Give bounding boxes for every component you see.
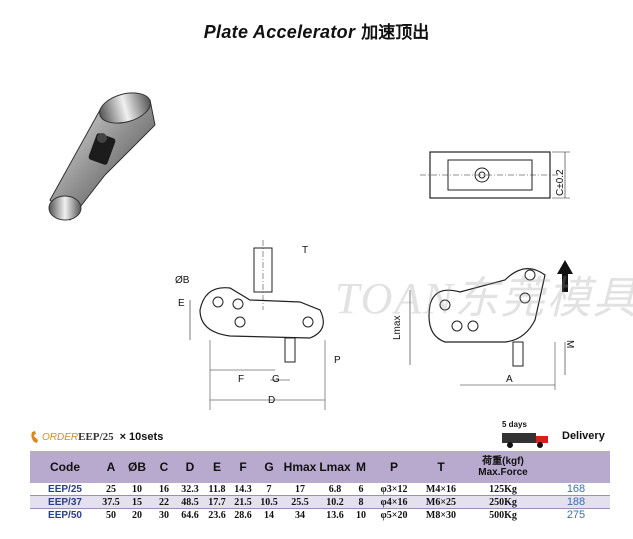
order-code: EEP/25 xyxy=(78,430,114,443)
order-example: ORDEREEP/25 × 10sets xyxy=(30,430,163,444)
label-f: F xyxy=(238,374,245,385)
top-view-drawing xyxy=(420,151,570,199)
cell: EEP/37 xyxy=(30,495,100,509)
cell: 32.3 xyxy=(176,483,204,496)
title-english: Plate Accelerator xyxy=(203,22,356,42)
dim-c-tol: C±0.2 xyxy=(555,169,566,196)
table-row: EEP/50 50 20 30 64.6 23.6 28.6 14 34 13.… xyxy=(30,508,610,521)
col-header-force: 荷重(kgf) Max.Force xyxy=(464,451,542,483)
cell: 22 xyxy=(152,495,176,509)
cell: 11.8 xyxy=(204,483,230,496)
cell: M8×30 xyxy=(418,508,464,521)
cell: 14 xyxy=(256,508,282,521)
label-p: P xyxy=(334,355,341,366)
label-g: G xyxy=(272,374,280,385)
label-e: E xyxy=(178,298,185,309)
label-a: A xyxy=(506,374,513,385)
product-photo xyxy=(48,92,156,221)
title-chinese: 加速顶出 xyxy=(361,23,430,43)
cell: EEP/50 xyxy=(30,508,100,521)
cell: M6×25 xyxy=(418,495,464,509)
cell: 48.5 xyxy=(176,495,204,509)
cell: 275 xyxy=(542,508,610,521)
col-header: Lmax xyxy=(318,451,352,483)
cell: 37.5 xyxy=(100,495,122,509)
table-header-row: Code A ØB C D E F G Hmax Lmax M P T 荷重(k… xyxy=(30,451,610,483)
cell: 25.5 xyxy=(282,495,318,509)
cell: 10 xyxy=(122,483,152,496)
cell: 168 xyxy=(542,483,610,496)
cell: M4×16 xyxy=(418,483,464,496)
cell: 125Kg xyxy=(464,483,542,496)
cell: 10 xyxy=(352,508,370,521)
col-header: M xyxy=(352,451,370,483)
order-prefix: ORDER xyxy=(42,431,79,443)
cell: 16 xyxy=(152,483,176,496)
col-header: C xyxy=(152,451,176,483)
cell: 20 xyxy=(122,508,152,521)
cell: 10.2 xyxy=(318,495,352,509)
cell: 8 xyxy=(352,495,370,509)
delivery-label: Delivery xyxy=(562,430,605,442)
stroke-view-drawing xyxy=(409,260,573,390)
cell: 10.5 xyxy=(256,495,282,509)
cell: 6.8 xyxy=(318,483,352,496)
cell: 6 xyxy=(352,483,370,496)
cell: 15 xyxy=(122,495,152,509)
cell: 17 xyxy=(282,483,318,496)
col-header: P xyxy=(370,451,418,483)
col-header: T xyxy=(418,451,464,483)
col-header: Code xyxy=(30,451,100,483)
side-view-drawing xyxy=(189,240,326,410)
table-row: EEP/37 37.5 15 22 48.5 17.7 21.5 10.5 25… xyxy=(30,495,610,509)
watermark: TOAN东莞模具 xyxy=(335,274,633,323)
cell: 500Kg xyxy=(464,508,542,521)
cell: EEP/25 xyxy=(30,483,100,496)
cell: 34 xyxy=(282,508,318,521)
cell: 17.7 xyxy=(204,495,230,509)
col-header: D xyxy=(176,451,204,483)
cell: 13.6 xyxy=(318,508,352,521)
label-d: D xyxy=(268,395,276,406)
cell: φ4×16 xyxy=(370,495,418,509)
cell: 14.3 xyxy=(230,483,256,496)
dim-c-tol-wrap: C±0.2 xyxy=(555,150,567,196)
phone-icon xyxy=(31,431,38,443)
cell: 23.6 xyxy=(204,508,230,521)
cell: 30 xyxy=(152,508,176,521)
col-header-ref xyxy=(542,451,610,483)
col-header: E xyxy=(204,451,230,483)
cell: 7 xyxy=(256,483,282,496)
cell: 25 xyxy=(100,483,122,496)
spec-table: Code A ØB C D E F G Hmax Lmax M P T 荷重(k… xyxy=(30,451,610,521)
cell: 21.5 xyxy=(230,495,256,509)
label-t: T xyxy=(302,245,309,256)
cell: 250Kg xyxy=(464,495,542,509)
col-header: Hmax xyxy=(282,451,318,483)
delivery-days: 5 days xyxy=(502,420,527,429)
col-header: ØB xyxy=(122,451,152,483)
label-b: ØB xyxy=(175,275,190,286)
order-qty: × 10sets xyxy=(119,430,164,443)
cell: φ5×20 xyxy=(370,508,418,521)
cell: 50 xyxy=(100,508,122,521)
truck-icon xyxy=(502,433,548,448)
col-header: F xyxy=(230,451,256,483)
label-m: M xyxy=(564,340,575,349)
col-header: G xyxy=(256,451,282,483)
table-row: EEP/25 25 10 16 32.3 11.8 14.3 7 17 6.8 … xyxy=(30,483,610,496)
delivery-badge: 5 days Delivery xyxy=(500,420,610,448)
col-header: A xyxy=(100,451,122,483)
cell: 64.6 xyxy=(176,508,204,521)
cell: 28.6 xyxy=(230,508,256,521)
cell: 188 xyxy=(542,495,610,509)
cell: φ3×12 xyxy=(370,483,418,496)
